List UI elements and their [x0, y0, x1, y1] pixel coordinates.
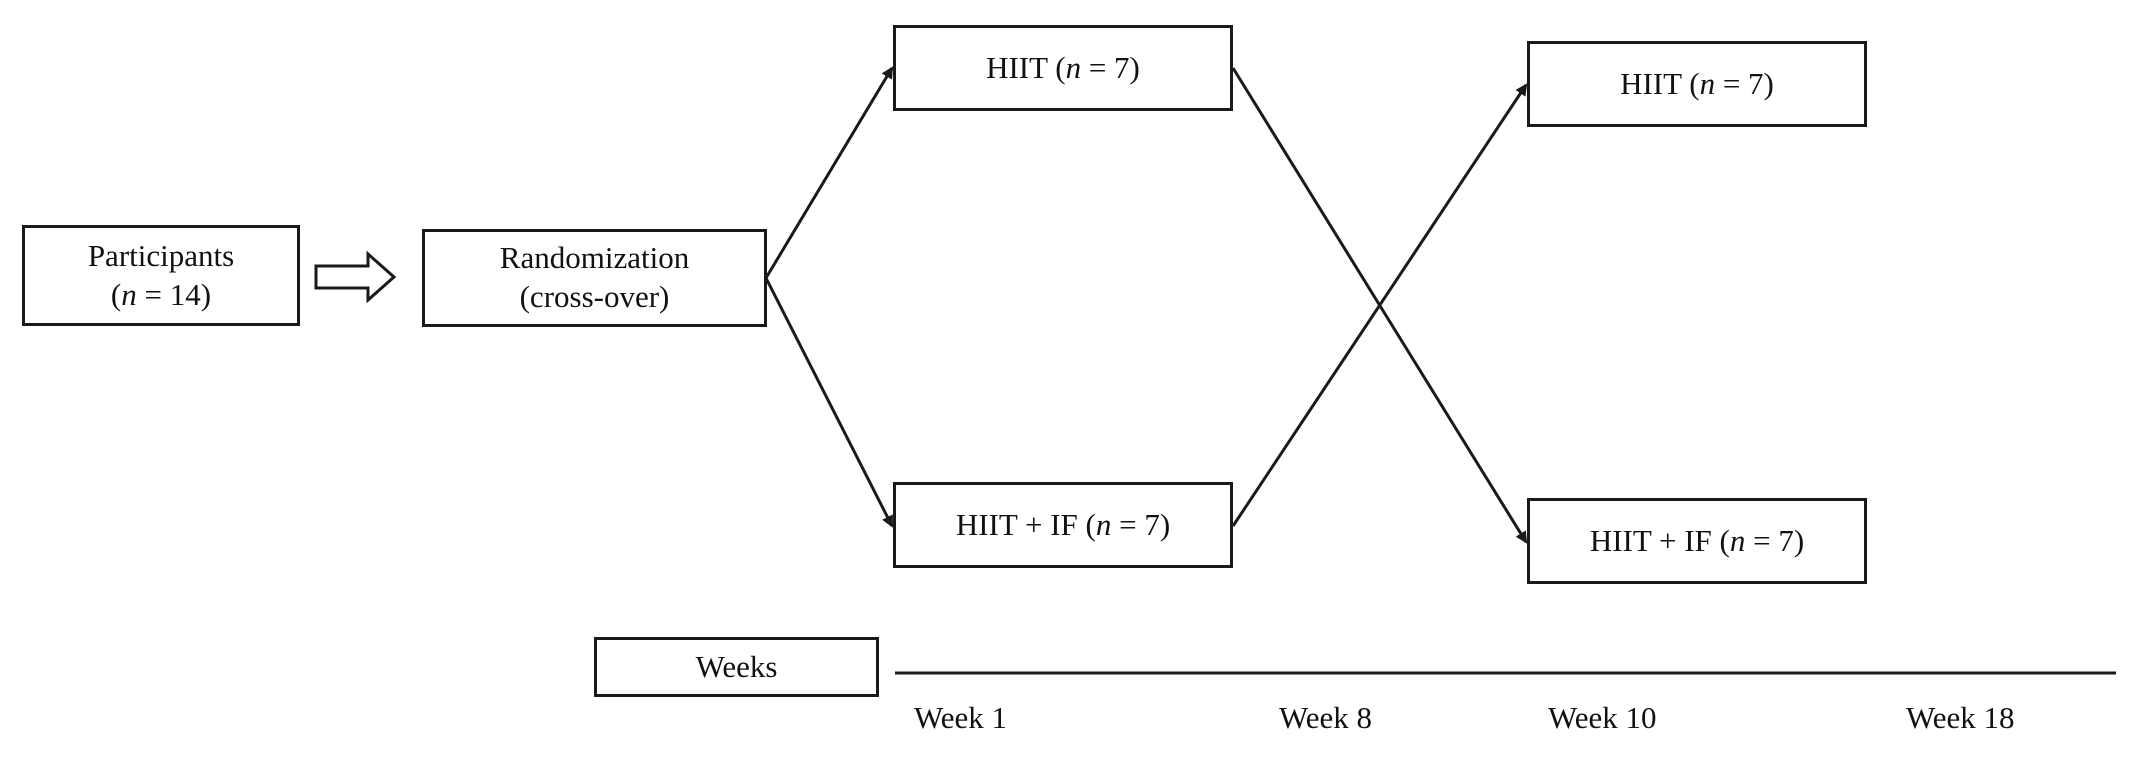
- period1-hiit-label: HIIT (n = 7): [986, 49, 1140, 85]
- weeks-title: Weeks: [695, 648, 778, 684]
- arrow-randomization-to-hiit: [764, 66, 894, 279]
- week-1-label: Week 1: [914, 700, 1008, 735]
- randomization-type: (cross-over): [519, 279, 670, 314]
- randomization-label: Randomization: [499, 240, 690, 276]
- period2-hiit-box: HIIT (n = 7): [1527, 41, 1867, 127]
- period1-hiit-if-label: HIIT + IF (n = 7): [955, 506, 1171, 542]
- block-arrow: [314, 250, 397, 304]
- participants-label: Participants: [87, 237, 235, 273]
- period2-hiit-label: HIIT (n = 7): [1620, 65, 1774, 101]
- randomization-box: Randomization (cross-over): [422, 229, 767, 327]
- period2-hiit-if-label: HIIT + IF (n = 7): [1589, 522, 1805, 558]
- week-8-label: Week 8: [1279, 700, 1373, 735]
- arrow-randomization-to-hiit-if: [764, 277, 894, 528]
- period2-hiit-if-box: HIIT + IF (n = 7): [1527, 498, 1867, 584]
- participants-count: (n = 14): [110, 276, 212, 312]
- period1-hiit-box: HIIT (n = 7): [893, 25, 1233, 111]
- week-10-label: Week 10: [1548, 700, 1657, 735]
- arrow-crossover-hiit-if-to-hiit: [1231, 83, 1528, 527]
- weeks-title-box: Weeks: [594, 637, 879, 697]
- period1-hiit-if-box: HIIT + IF (n = 7): [893, 482, 1233, 568]
- participants-box: Participants (n = 14): [22, 225, 300, 326]
- week-18-label: Week 18: [1906, 700, 2015, 735]
